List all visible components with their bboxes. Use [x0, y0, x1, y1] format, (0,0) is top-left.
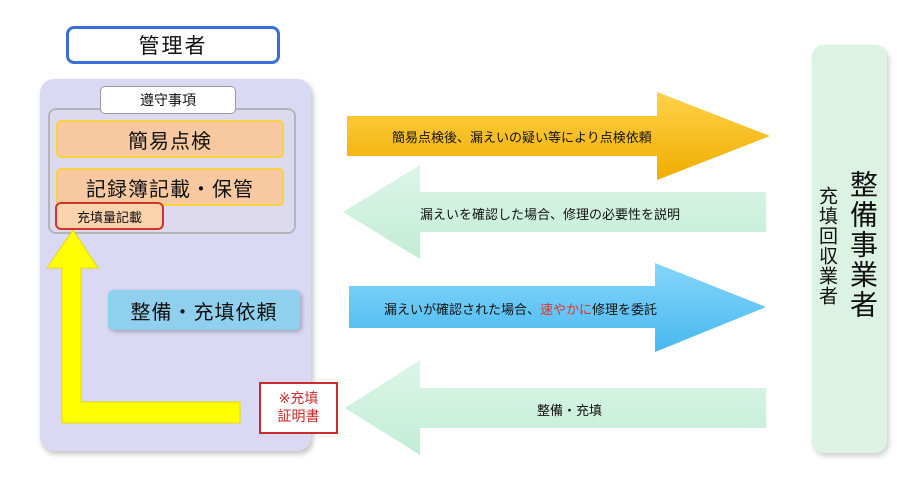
arrow-label-repair-commission: 漏えいが確認された場合、速やかに修理を委託 — [384, 299, 657, 318]
maintenance-refill-arrow — [345, 360, 766, 455]
commission-label-before: 漏えいが確認された場合、 — [384, 303, 541, 318]
repair-commission-arrow — [349, 263, 766, 352]
simple-inspection-task: 簡易点検 — [56, 120, 284, 158]
inspection-request-arrow — [347, 92, 770, 180]
repair-explanation-arrow — [343, 165, 766, 259]
refill-amount-badge: 充填量記載 — [55, 202, 164, 230]
arrow-label-repair-explanation: 漏えいを確認した場合、修理の必要性を説明 — [420, 208, 681, 223]
refill-certificate: ※充填 証明書 — [259, 382, 338, 434]
arrow-label-maintenance-refill: 整備・充填 — [537, 404, 603, 419]
record-keeping-task: 記録簿記載・保管 — [56, 168, 284, 206]
commission-label-after: 修理を委託 — [592, 303, 658, 318]
compliance-label: 遵守事項 — [100, 86, 236, 114]
maintenance-request-box: 整備・充填依頼 — [108, 290, 300, 330]
contractor-panel — [812, 45, 887, 453]
certificate-line-2: 証明書 — [277, 409, 320, 425]
arrow-label-inspection-request: 簡易点検後、漏えいの疑い等により点検依頼 — [392, 131, 652, 146]
certificate-line-1: ※充填 — [278, 391, 319, 407]
contractor-sub-label: 充填回収業者 — [816, 186, 838, 306]
contractor-main-label: 整備事業者 — [846, 170, 879, 320]
manager-title: 管理者 — [66, 26, 280, 64]
commission-label-urgent: 速やかに — [540, 303, 593, 318]
return-arrow — [46, 230, 241, 424]
